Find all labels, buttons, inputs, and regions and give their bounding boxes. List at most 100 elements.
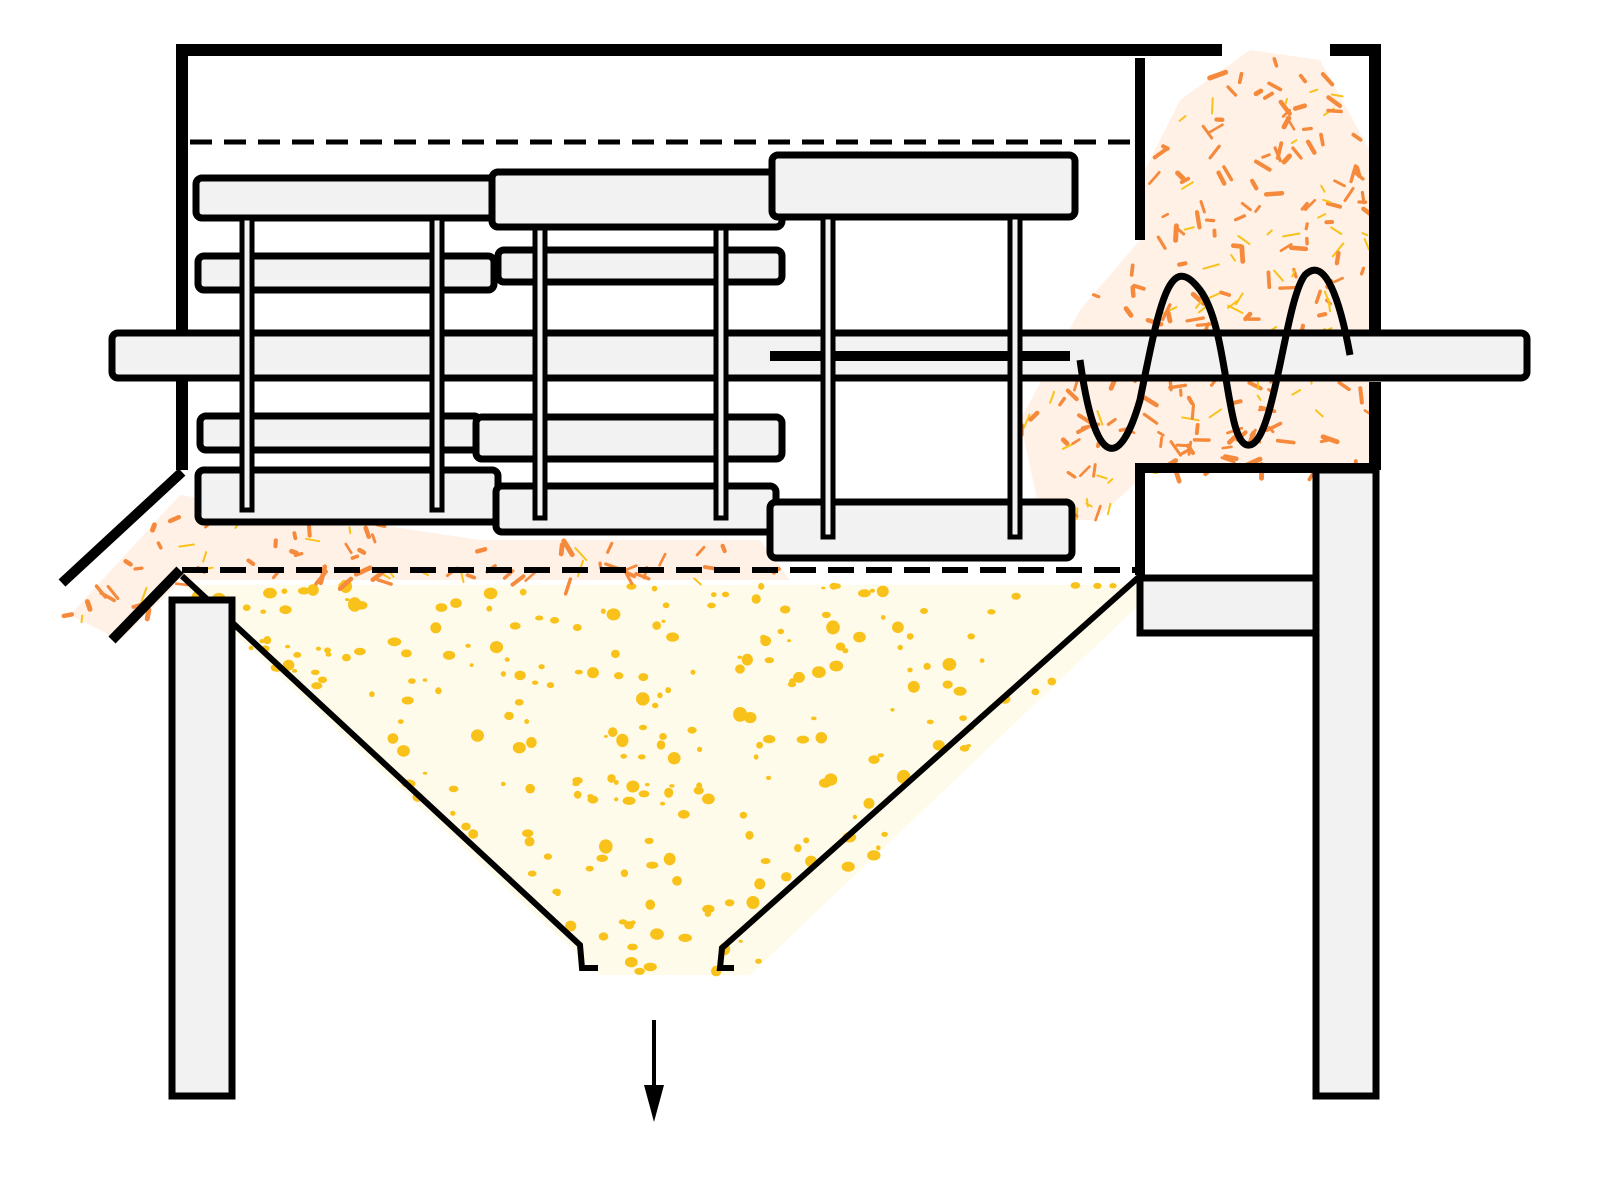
fine-particle <box>435 687 442 695</box>
fine-particle <box>465 643 471 648</box>
coarse-particle <box>1181 181 1194 190</box>
fine-particle <box>387 637 402 647</box>
support-crossbar <box>1136 574 1320 637</box>
fine-particle <box>907 680 920 693</box>
coarse-particle <box>1291 146 1303 160</box>
fine-particle <box>787 639 792 643</box>
fine-particle <box>881 831 888 837</box>
fine-particle <box>890 708 895 712</box>
fine-particle <box>512 742 526 754</box>
fine-particle <box>892 621 904 634</box>
fine-particle <box>442 650 456 660</box>
fine-particle <box>662 602 670 609</box>
coarse-particle <box>658 552 667 567</box>
coarse-particle <box>1325 201 1343 209</box>
coarse-particle <box>1354 165 1362 178</box>
fine-particle <box>760 858 771 865</box>
fine-particle <box>624 957 638 968</box>
fine-particle <box>450 810 456 816</box>
fine-particle <box>657 692 663 699</box>
coarse-particle <box>1272 57 1279 68</box>
coarse-particle <box>1261 153 1271 159</box>
coarse-particle <box>292 531 298 541</box>
coarse-particle <box>1275 141 1284 160</box>
fine-particle <box>618 919 628 925</box>
fine-particle <box>638 673 649 682</box>
coarse-particle <box>1309 88 1319 94</box>
fine-particle <box>829 582 839 590</box>
coarse-particle <box>1266 270 1272 290</box>
fine-particle <box>953 686 967 696</box>
fine-particle <box>687 726 697 734</box>
fine-particle <box>664 787 674 798</box>
coarse-particle <box>1211 97 1214 115</box>
fine-particle <box>766 775 772 781</box>
fine-particle <box>652 702 659 709</box>
coarse-particle <box>106 585 120 600</box>
coarse-particle <box>1363 238 1370 251</box>
coarse-particle <box>1263 190 1285 197</box>
fine-particle <box>796 735 810 744</box>
coarse-particle <box>1278 285 1298 290</box>
coarse-particle <box>1181 416 1200 422</box>
coarse-particle <box>289 548 299 556</box>
support-legs <box>168 466 1380 1100</box>
fine-particle <box>315 646 322 651</box>
fine-particle <box>543 853 553 860</box>
fine-particle <box>755 958 762 964</box>
fine-particle <box>638 724 648 731</box>
coarse-particle <box>1175 170 1186 181</box>
coarse-particle <box>702 565 718 571</box>
coarse-particle <box>1220 456 1236 464</box>
fine-particle <box>500 671 506 677</box>
coarse-particle <box>84 599 93 612</box>
coarse-particle <box>1107 478 1114 484</box>
coarse-particle <box>178 543 195 548</box>
coarse-particle <box>1334 250 1341 266</box>
fine-particle <box>307 584 319 596</box>
fine-particle <box>448 785 459 793</box>
coarse-particle <box>357 547 367 555</box>
fine-particle <box>608 727 618 737</box>
inlet-hopper <box>58 468 186 644</box>
fine-particle <box>599 839 613 854</box>
fine-particle <box>746 896 760 909</box>
fine-particle <box>587 794 594 799</box>
coarse-particle <box>293 551 304 558</box>
fine-particle <box>753 754 759 760</box>
coarse-particle <box>1304 222 1309 231</box>
coarse-particle <box>1221 445 1233 450</box>
fine-particle <box>422 678 428 682</box>
coarse-particle <box>1330 93 1344 98</box>
fine-particle <box>780 605 791 614</box>
coarse-particle <box>1132 283 1146 291</box>
fine-particle <box>626 583 637 590</box>
fine-particle <box>600 608 606 614</box>
coarse-particle <box>1266 229 1273 236</box>
fine-particle <box>959 715 967 721</box>
fine-particle <box>959 745 970 752</box>
fine-particle <box>285 644 291 649</box>
coarse-particle <box>1165 310 1173 324</box>
fine-particle <box>259 639 265 644</box>
coarse-particle <box>1333 179 1346 188</box>
fine-particle <box>397 719 404 724</box>
fine-particle <box>574 669 583 675</box>
fine-particle <box>483 587 498 600</box>
coarse-particle <box>1094 504 1102 522</box>
coarse-particle <box>144 607 152 622</box>
fine-particle <box>401 696 414 705</box>
coarse-particle <box>167 514 182 524</box>
coarse-particle <box>465 573 477 580</box>
fine-particle <box>721 591 730 598</box>
fine-particle <box>1109 583 1117 589</box>
coarse-particle <box>1235 292 1244 306</box>
fine-particle <box>626 780 640 793</box>
coarse-particle <box>624 572 634 586</box>
fine-particle <box>573 790 582 799</box>
coarse-particle <box>1207 69 1229 81</box>
fine-particle <box>711 592 717 598</box>
fine-particle <box>408 678 416 684</box>
fine-particle <box>469 663 474 667</box>
fine-particle <box>821 611 831 619</box>
